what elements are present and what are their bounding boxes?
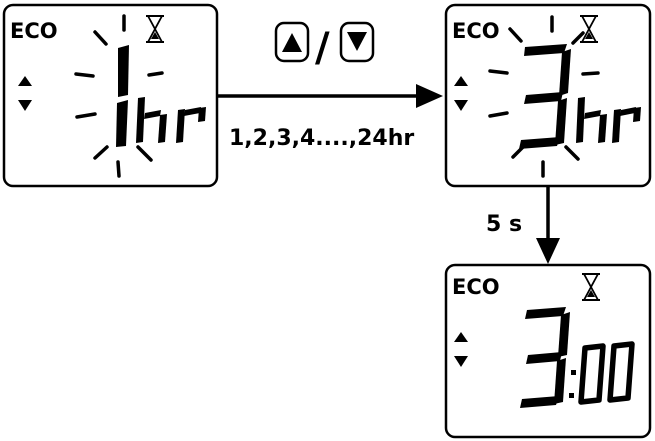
time-value-digit xyxy=(116,45,129,147)
range-label: 1,2,3,4....,24hr xyxy=(229,126,414,151)
blink-rays xyxy=(74,14,164,178)
eco-label: ECO xyxy=(10,19,58,43)
hourglass-icon xyxy=(580,15,598,43)
triangle-up-icon xyxy=(454,332,468,342)
triangle-down-icon xyxy=(454,356,468,367)
unit-hr xyxy=(576,97,641,143)
button-down-icon xyxy=(339,21,375,63)
transition-arrow-2 xyxy=(536,186,560,264)
eco-label: ECO xyxy=(452,19,500,43)
button-up-icon xyxy=(274,21,310,63)
lcd-display-2: ECO xyxy=(444,3,652,188)
triangle-up-icon xyxy=(18,76,32,86)
hourglass-icon xyxy=(146,15,164,43)
eco-label: ECO xyxy=(452,275,500,299)
minutes-digits xyxy=(578,341,635,405)
triangle-down-icon xyxy=(454,100,468,111)
transition-arrow-1 xyxy=(218,84,443,108)
triangle-up-icon xyxy=(454,76,468,86)
hourglass-icon xyxy=(582,273,600,301)
unit-hr xyxy=(136,97,206,143)
lcd-display-1: ECO xyxy=(2,3,219,188)
hours-digit xyxy=(520,307,570,408)
blink-rays xyxy=(488,15,600,178)
lcd-display-3: ECO xyxy=(444,263,652,439)
time-colon xyxy=(569,370,576,398)
time-value-digit xyxy=(519,44,571,149)
delay-label: 5 s xyxy=(486,212,522,237)
button-separator: / xyxy=(315,25,330,71)
triangle-down-icon xyxy=(18,100,32,111)
